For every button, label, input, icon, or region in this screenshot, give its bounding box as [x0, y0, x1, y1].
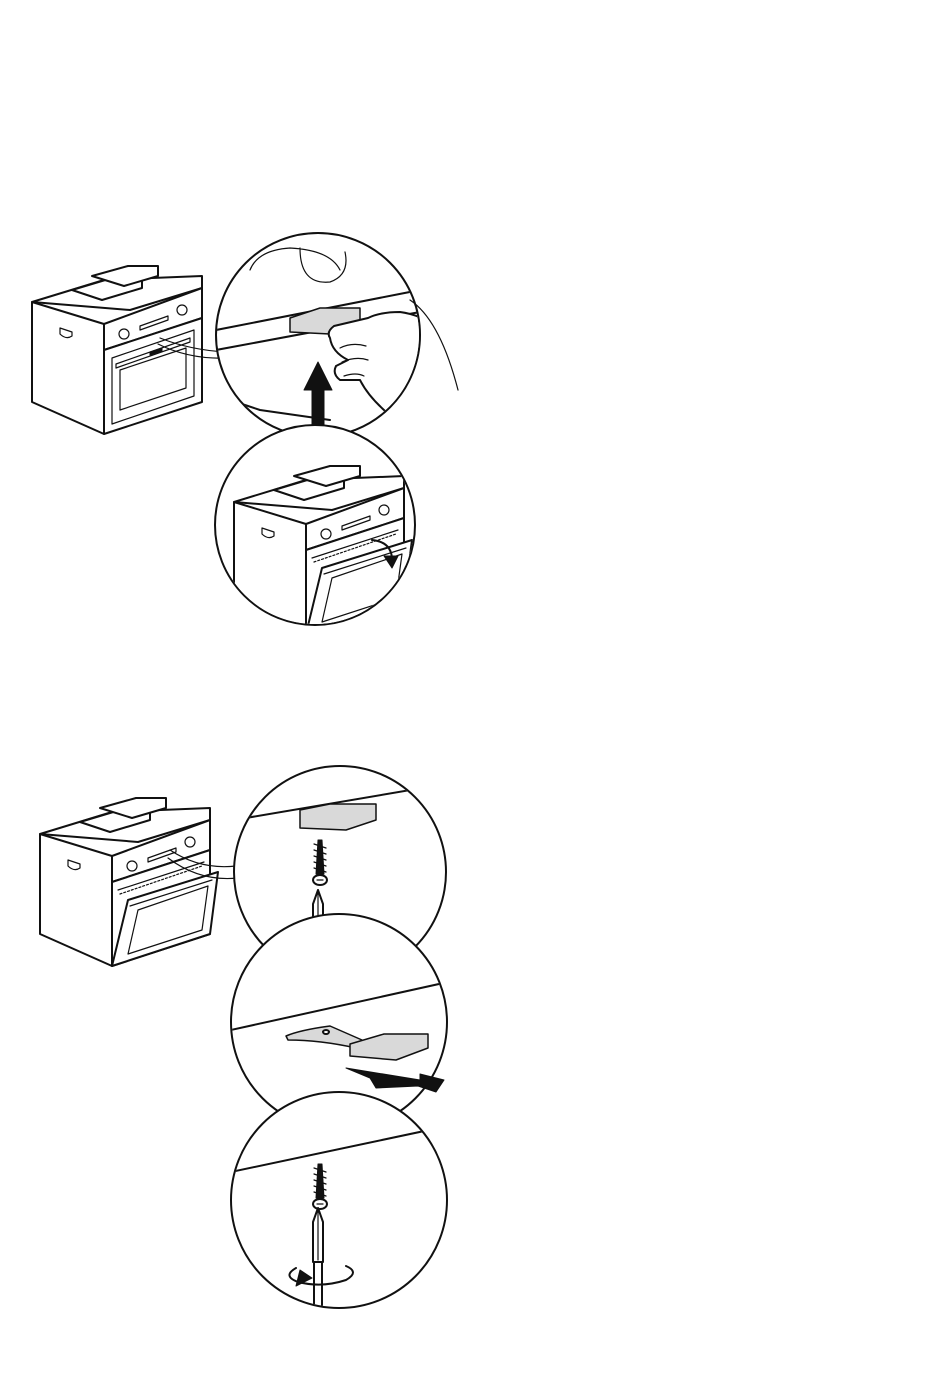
figure-door-lock-removal — [40, 766, 448, 1312]
figure-door-lock-release — [32, 233, 460, 634]
oven-overview — [32, 266, 202, 434]
screw-back-detail — [231, 1092, 448, 1312]
lift-lock-detail — [216, 233, 460, 437]
oven-overview-2 — [40, 798, 218, 966]
door-opened-detail — [215, 425, 415, 634]
